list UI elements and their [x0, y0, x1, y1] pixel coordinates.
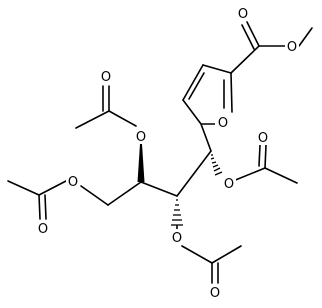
bond-ac1-o-c — [232, 167, 266, 182]
bond-furan-c5-c4 — [202, 64, 232, 74]
atom-label-layer: O O O O O O O O O O O — [36, 5, 299, 301]
atom-o-ac4-carbonyl: O — [210, 286, 220, 301]
bond-furan-o-c5 — [230, 72, 233, 113]
stereo-bond-layer — [107, 144, 223, 230]
atom-o-ester-carbonyl: O — [238, 7, 248, 22]
bond-c4-o5 — [80, 185, 109, 206]
wedge-bond-c3-o — [137, 144, 145, 182]
atom-o-furan: O — [218, 116, 228, 131]
bond-ac4-methyl — [211, 245, 242, 264]
bond-ac2-methyl — [75, 110, 110, 129]
bond-ester-carbonyl-double-b — [241, 24, 255, 50]
bond-c3-c4 — [107, 181, 142, 206]
hashed-bond-c2-o — [171, 199, 183, 226]
bond-furan-c4-c3-inner — [188, 72, 205, 100]
bond-ac4-o-c — [181, 245, 213, 264]
bond-layer — [7, 21, 313, 284]
atom-o-ac1-ether: O — [224, 177, 234, 192]
hashed-bond-c1-o — [210, 154, 223, 176]
bond-ac1-carbonyl-b — [258, 144, 261, 167]
bond-c1-c2 — [176, 150, 212, 197]
bond-ac3-o-c — [38, 180, 67, 196]
bond-ester-carbonyl-double-a — [246, 21, 260, 47]
bond-ester-o-methyl — [298, 27, 313, 47]
bond-furan-c2-c1 — [200, 123, 212, 152]
bond-furan-c3-c2 — [182, 99, 202, 125]
atom-o-ac4-ether: O — [172, 231, 182, 246]
bond-ac3-methyl — [7, 180, 40, 196]
atom-o-ester-single: O — [287, 40, 297, 55]
atom-o-ac2-carbonyl: O — [101, 70, 111, 85]
bond-ac1-carbonyl-a — [264, 144, 267, 169]
bond-ac2-o-c — [108, 110, 137, 127]
atom-o-ac3-carbonyl: O — [38, 222, 48, 237]
atom-o-ac2-ether: O — [136, 130, 146, 145]
bond-ester-c-furan — [230, 45, 260, 74]
bond-c2-c3 — [140, 181, 178, 197]
atom-o-ac1-carbonyl: O — [258, 131, 268, 146]
bond-ac3-carbonyl-a — [38, 194, 41, 220]
bond-furan-c4-c3 — [182, 64, 204, 101]
atom-o-ac3-ether: O — [68, 175, 78, 190]
bond-ac1-methyl — [264, 167, 298, 184]
bond-ac3-carbonyl-b — [44, 194, 47, 220]
